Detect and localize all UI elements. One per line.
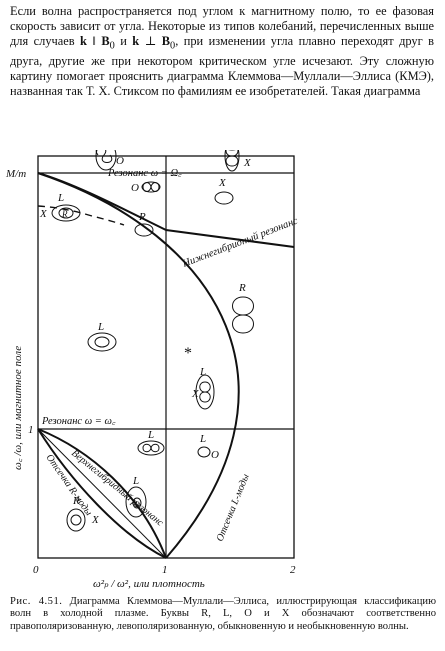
- upper-hybrid-curve: [37, 428, 167, 559]
- label-X: X: [218, 177, 227, 189]
- surface-X: [225, 150, 239, 167]
- surface-L: [87, 332, 117, 352]
- surface-R: [95, 150, 117, 171]
- label-X: X: [39, 208, 48, 220]
- x-tick-1: 1: [162, 564, 168, 576]
- x-tick-0: 0: [33, 564, 39, 576]
- resonance-upper-label: Резонанс ω = Ω꜀: [107, 168, 182, 179]
- lower-hybrid-dashed-curve: [37, 205, 125, 226]
- surface-O: [142, 182, 160, 192]
- parallel-symbol: ‖: [86, 34, 102, 49]
- x-tick-2: 2: [290, 564, 296, 576]
- surface-X: [214, 191, 234, 205]
- surface-R: [224, 150, 240, 172]
- body-paragraph: Если волна распространяется под углом к …: [10, 4, 434, 99]
- vector-b: B: [101, 34, 110, 49]
- cma-diagram: M/m 1 0 1 2 ω²ₚ / ω², или плотность ω꜀ /…: [5, 150, 300, 590]
- label-L: L: [132, 475, 139, 487]
- label-L: L: [57, 192, 64, 204]
- label-L: L: [97, 321, 104, 333]
- caption-number: Рис. 4.51.: [10, 596, 63, 607]
- label-R: R: [138, 211, 146, 223]
- vector-b: B: [161, 34, 171, 49]
- cutoff-L-curve: [37, 172, 240, 559]
- perpendicular-symbol: ⊥: [139, 34, 162, 49]
- surface-R: [232, 296, 254, 334]
- surface-L: [137, 440, 165, 456]
- label-X: X: [191, 388, 200, 400]
- resonance-lower-label: Резонанс ω = ω꜀: [41, 416, 116, 427]
- figure-caption: Рис. 4.51. Диаграмма Клеммова—Муллали—Эл…: [10, 596, 436, 633]
- surface-X: [70, 514, 82, 526]
- inner-diagonal-curve: [37, 428, 167, 559]
- caption-text: Диаграмма Клеммова—Муллали—Эллиса, иллюс…: [10, 596, 436, 632]
- paragraph-text-1: Если волна распространяется под углом к …: [10, 4, 434, 49]
- y-tick-Mm: M/m: [5, 168, 26, 180]
- label-O: O: [116, 155, 124, 167]
- label-L: L: [147, 429, 154, 441]
- cutoff-L-label: Отсечка L-моды: [215, 472, 252, 543]
- cutoff-R-curve: [37, 428, 167, 559]
- surface-X: [195, 374, 215, 410]
- surface-L: [125, 486, 147, 518]
- surface-R: [58, 207, 74, 219]
- surface-L-inner: [94, 336, 110, 348]
- label-R: R: [72, 495, 80, 507]
- label-X: X: [243, 157, 252, 169]
- x-axis-label: ω²ₚ / ω², или плотность: [93, 578, 205, 590]
- surface-O: [141, 181, 161, 193]
- star-marker: *: [184, 345, 192, 362]
- surface-L: [95, 150, 113, 163]
- subscript-zero: 0: [170, 40, 176, 52]
- vector-k: k: [80, 34, 87, 49]
- y-axis-label: ω꜀ /ω, или магнитное поле: [12, 346, 24, 470]
- vector-k: k: [132, 34, 140, 49]
- label-O: O: [211, 449, 219, 461]
- paragraph-text-2: и: [114, 34, 133, 49]
- surface-R: [134, 223, 154, 237]
- label-R: R: [238, 282, 246, 294]
- label-L: L: [199, 366, 206, 378]
- label-R: R: [61, 209, 68, 219]
- label-L: L: [199, 433, 206, 445]
- surface-O: [142, 443, 160, 453]
- subscript-zero: 0: [109, 40, 115, 52]
- surface-L: [51, 204, 81, 222]
- surface-O: [197, 446, 211, 458]
- surface-R: [66, 508, 86, 532]
- label-X: X: [91, 514, 100, 526]
- surface-O: [132, 497, 142, 509]
- label-O: O: [131, 182, 139, 194]
- y-tick-1: 1: [28, 424, 34, 436]
- lower-hybrid-label: Нижнегибридный резонанс: [180, 216, 299, 271]
- surface-L: [199, 381, 211, 403]
- paragraph-text-3: , при изменении угла плавно переходят др…: [10, 34, 434, 98]
- label-O: O: [134, 500, 140, 509]
